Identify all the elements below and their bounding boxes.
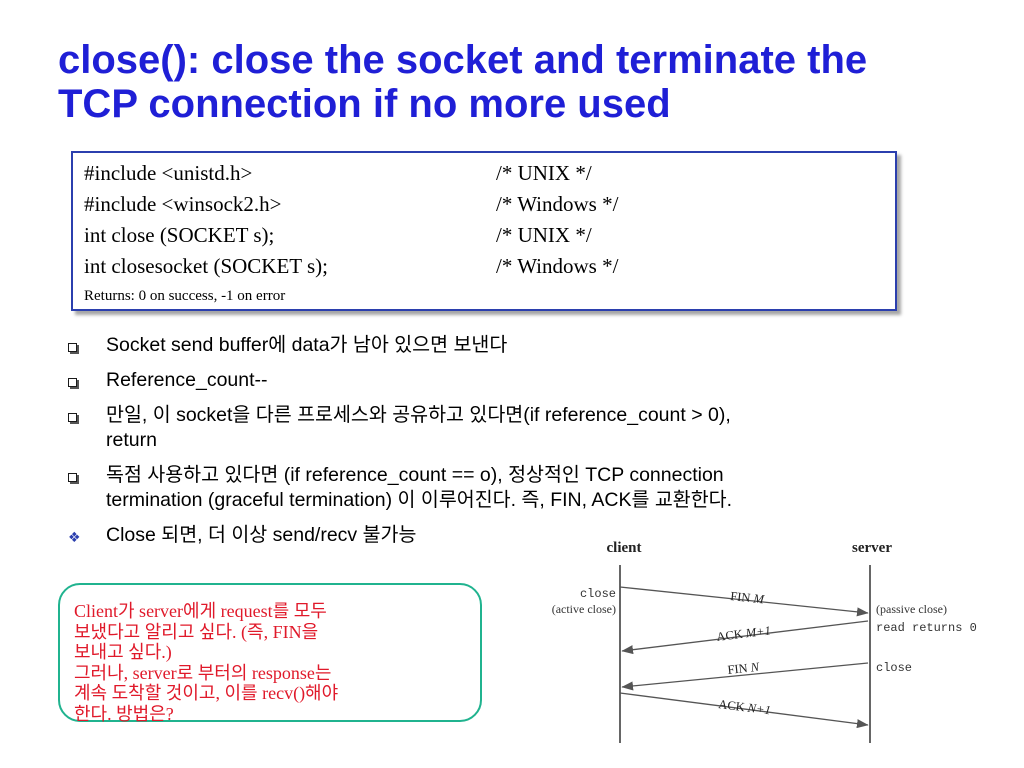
passive-close-label: (passive close)	[876, 602, 947, 616]
fin-m-label: FIN M	[730, 589, 766, 607]
bullet-item: ❖ Close 되면, 더 이상 send/recv 불가능	[68, 523, 968, 548]
code-line: #include <unistd.h> /* UNIX */	[84, 161, 592, 185]
slide-title: close(): close the socket and terminate …	[58, 38, 1008, 126]
client-label: client	[607, 540, 642, 556]
square-bullet-icon	[68, 404, 88, 429]
code-returns: Returns: 0 on success, -1 on error	[84, 288, 286, 304]
note-line: 보내고 싶다.)	[74, 642, 172, 662]
note-line: 그러나, server로 부터의 response는	[74, 662, 332, 683]
code-line: int close (SOCKET s); /* UNIX */	[84, 223, 592, 247]
code-box: #include <unistd.h> /* UNIX */ #include …	[71, 151, 897, 311]
note-line: 보냈다고 알리고 싶다. (즉, FIN을	[74, 621, 319, 642]
server-close-label: close	[876, 661, 912, 675]
note-line: 계속 도착할 것이고, 이를 recv()해야	[74, 683, 339, 703]
ack-m1-arrow	[621, 620, 869, 655]
active-close-label: (active close)	[552, 602, 616, 616]
bullet-item: Socket send buffer에 data가 남아 있으면 보낸다	[68, 333, 968, 358]
bullet-line: termination (graceful termination) 이 이루어…	[106, 489, 733, 511]
ack-n1-arrow	[619, 692, 869, 729]
code-text: #include <winsock2.h>	[84, 192, 282, 216]
fin-n-label: FIN N	[727, 660, 761, 677]
bullet-line: Reference_count--	[106, 369, 268, 391]
note-text: Client가 server에게 request를 모두 보냈다고 알리고 싶다…	[74, 601, 474, 724]
slide-title-line-1: close(): close the socket and terminate …	[58, 38, 868, 82]
ack-n1-label: ACK N+1	[718, 697, 772, 717]
slide-title-line-2: TCP connection if no more used	[58, 82, 671, 126]
bullet-item: 만일, 이 socket을 다른 프로세스와 공유하고 있다면(if refer…	[68, 403, 968, 453]
tcp-termination-diagram: client server close (active close) (pass…	[552, 540, 977, 743]
server-label: server	[852, 540, 892, 556]
code-comment: /* Windows */	[496, 254, 619, 278]
bullet-line: 독점 사용하고 있다면 (if reference_count == o), 정…	[106, 464, 724, 486]
square-bullet-icon	[68, 464, 88, 489]
code-line: #include <winsock2.h> /* Windows */	[84, 192, 618, 216]
ack-m1-label: ACK M+1	[716, 623, 772, 644]
square-bullet-icon	[68, 369, 88, 394]
code-text: int close (SOCKET s);	[84, 223, 275, 247]
bullet-line: return	[106, 429, 157, 451]
bullet-list: Socket send buffer에 data가 남아 있으면 보낸다 Ref…	[68, 333, 968, 558]
code-comment: /* Windows */	[496, 192, 619, 216]
code-text: int closesocket (SOCKET s);	[84, 254, 329, 278]
fin-m-arrow	[619, 586, 869, 617]
read-returns-label: read returns 0	[876, 621, 977, 635]
note-line: 한다. 방법은?	[74, 703, 174, 724]
diamond-bullet-icon: ❖	[68, 529, 81, 545]
bullet-item: Reference_count--	[68, 368, 968, 393]
code-comment: /* UNIX */	[496, 161, 592, 185]
bullet-line: 만일, 이 socket을 다른 프로세스와 공유하고 있다면(if refer…	[106, 404, 731, 426]
bullet-line: Close 되면, 더 이상 send/recv 불가능	[106, 524, 417, 546]
client-close-label: close	[580, 587, 616, 601]
square-bullet-icon	[68, 334, 88, 359]
note-line: Client가 server에게 request를 모두	[74, 601, 327, 621]
code-comment: /* UNIX */	[496, 223, 592, 247]
bullet-item: 독점 사용하고 있다면 (if reference_count == o), 정…	[68, 463, 968, 513]
note-box-border	[58, 583, 482, 722]
fin-n-arrow	[621, 662, 869, 691]
code-line: int closesocket (SOCKET s); /* Windows *…	[84, 254, 618, 278]
code-text: #include <unistd.h>	[84, 161, 253, 185]
bullet-line: Socket send buffer에 data가 남아 있으면 보낸다	[106, 334, 508, 356]
